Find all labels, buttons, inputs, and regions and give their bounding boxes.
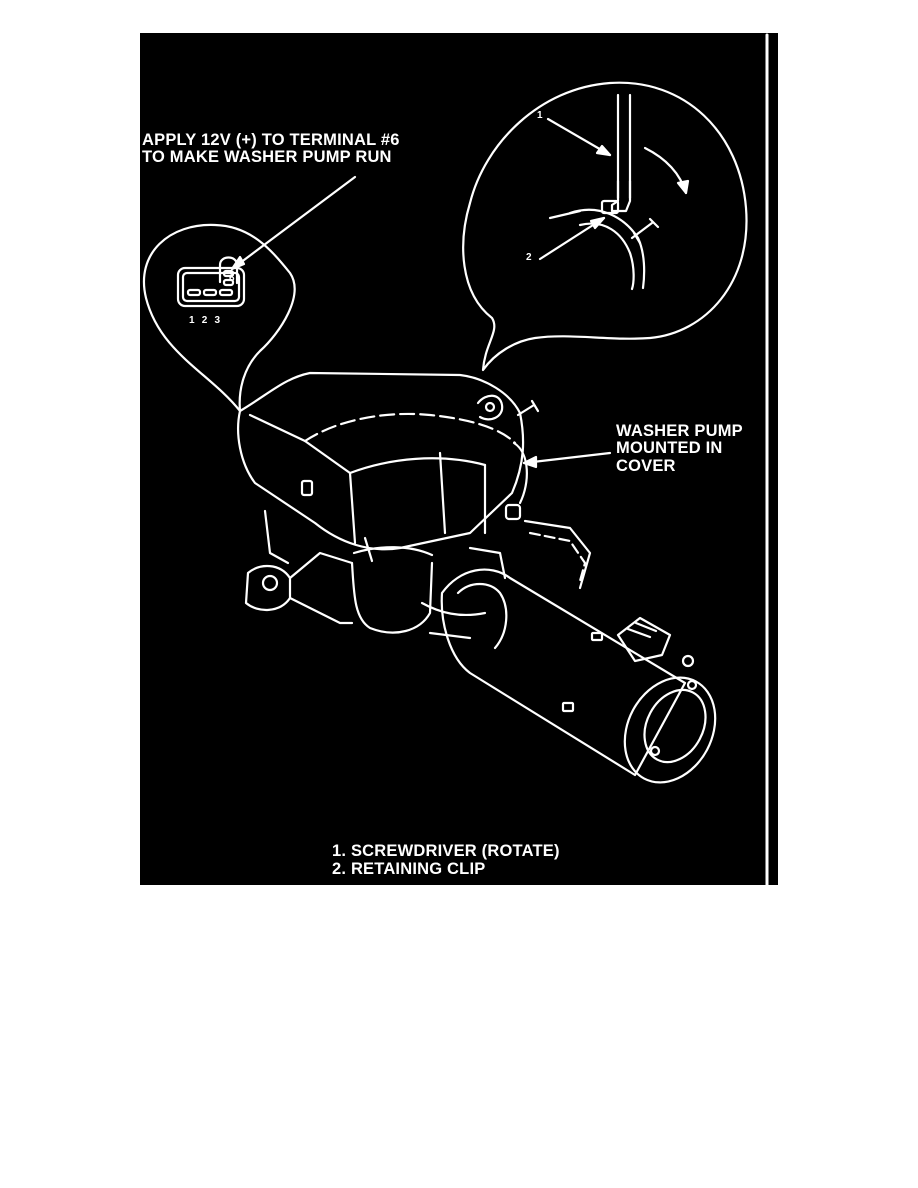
- callout-2-label: 2: [526, 252, 532, 263]
- apply-label-line-1: APPLY 12V (+) TO TERMINAL #6: [142, 131, 400, 149]
- washer-pump-cover: [237, 371, 540, 551]
- screwdriver-detail-balloon: [462, 81, 748, 372]
- diagram-linework: [143, 33, 769, 885]
- apply-label-line-2: TO MAKE WASHER PUMP RUN: [142, 148, 392, 167]
- mount-bracket: [244, 509, 434, 634]
- washer-arrow-head: [522, 455, 538, 469]
- terminal-6-label: 6: [229, 273, 235, 284]
- legend-item-2: 2. RETAINING CLIP: [332, 860, 486, 879]
- washer-label-line-3: COVER: [616, 456, 676, 475]
- apply-voltage-instruction: APPLY 12V (+) TO TERMINAL #6 TO MAKE WAS…: [142, 131, 400, 167]
- washer-label-line-2: MOUNTED IN: [616, 439, 723, 458]
- connector-detail-balloon: [143, 223, 296, 413]
- washer-arrow-line: [522, 451, 612, 465]
- callout-1-label: 1: [537, 110, 543, 121]
- screwdriver-icon: [610, 93, 632, 213]
- washer-label-line-1: WASHER PUMP: [616, 422, 743, 440]
- washer-motor: [420, 519, 717, 784]
- terminal-1-2-3-label: 1 2 3: [189, 315, 221, 326]
- washer-pump-diagram: APPLY 12V (+) TO TERMINAL #6 TO MAKE WAS…: [140, 33, 778, 885]
- apply-arrow-head: [230, 255, 246, 271]
- legend-item-1: 1. SCREWDRIVER (ROTATE): [332, 842, 560, 860]
- washer-pump-label: WASHER PUMP MOUNTED IN COVER: [616, 422, 743, 475]
- legend: 1. SCREWDRIVER (ROTATE) 2. RETAINING CLI…: [332, 842, 560, 880]
- connector-icon: [176, 256, 246, 308]
- apply-arrow-line: [230, 175, 357, 271]
